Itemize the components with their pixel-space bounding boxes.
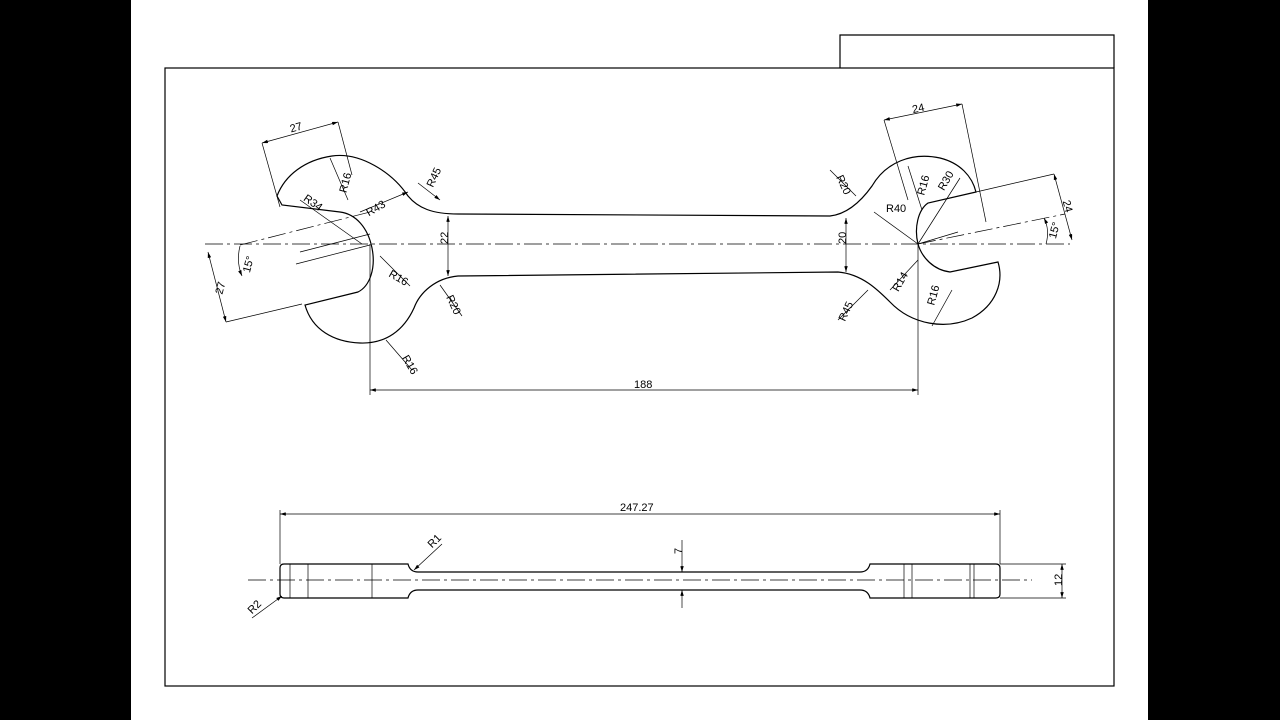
leader-r20-left bbox=[439, 284, 463, 317]
dim-shank-right-width: 20 bbox=[837, 232, 849, 244]
dim-right-r-head: R40 bbox=[886, 203, 906, 215]
ext-line bbox=[883, 119, 909, 201]
wrench-side-view: 247.27 7 12 R1 R2 bbox=[246, 502, 1066, 619]
dim-right-opening: 24 bbox=[911, 102, 925, 116]
dim-right-r-throat: R14 bbox=[890, 270, 910, 293]
dim-right-r-outer: R30 bbox=[936, 169, 956, 192]
right-jaw-construction bbox=[917, 231, 959, 245]
dim-left-r-neck-top: R45 bbox=[425, 166, 444, 189]
drawing-border bbox=[164, 67, 1115, 687]
wrench-top-view: 27 27 15° R34 R43 R16 R16 R16 R45 R20 24… bbox=[205, 102, 1074, 395]
ext-line bbox=[975, 173, 1055, 193]
leader-r43 bbox=[359, 191, 409, 213]
left-head-outline bbox=[276, 154, 1001, 344]
leader-r1 bbox=[413, 543, 443, 571]
dim-left-width: 27 bbox=[214, 281, 229, 296]
left-jaw-axis-top bbox=[239, 211, 371, 246]
leader-r16-base-right bbox=[931, 289, 953, 327]
leader-r40 bbox=[873, 211, 919, 245]
dim-left-angle-arc bbox=[238, 245, 243, 277]
dim-right-r-neck-top: R20 bbox=[833, 173, 852, 196]
leader-r16-tip-right bbox=[907, 165, 923, 211]
left-jaw-construction-2 bbox=[299, 233, 371, 253]
leader-r34 bbox=[299, 199, 363, 245]
right-jaw-axis bbox=[917, 213, 1066, 245]
leader-r30 bbox=[917, 177, 961, 245]
dim-center-distance: 188 bbox=[634, 379, 652, 391]
leader-r20-right bbox=[829, 169, 857, 197]
leader-r16-tip-left bbox=[329, 157, 349, 201]
ext-line bbox=[225, 303, 303, 323]
dim-shank-thickness: 7 bbox=[673, 548, 685, 554]
dim-right-angle: 15° bbox=[1047, 221, 1063, 240]
left-jaw-construction bbox=[295, 244, 371, 265]
title-block bbox=[839, 34, 1115, 68]
dim-right-width-line bbox=[1053, 173, 1073, 241]
dim-right-angle-arc bbox=[1043, 217, 1049, 245]
dim-right-r-tip: R16 bbox=[915, 174, 932, 197]
dim-head-thickness: 12 bbox=[1053, 574, 1065, 586]
dim-fillet-small: R1 bbox=[426, 532, 444, 550]
dim-left-r-throat: R16 bbox=[386, 268, 409, 288]
ext-line bbox=[961, 103, 987, 223]
dim-left-width-line bbox=[207, 251, 227, 323]
dim-shank-left-width: 22 bbox=[439, 232, 451, 244]
technical-drawing: 27 27 15° R34 R43 R16 R16 R16 R45 R20 24… bbox=[164, 34, 1115, 687]
leader-r2 bbox=[251, 595, 283, 619]
leader-r16-base-left bbox=[385, 339, 413, 371]
dim-right-width: 24 bbox=[1060, 199, 1075, 214]
dim-left-opening-line bbox=[261, 121, 339, 144]
dim-right-r-neck-bottom: R45 bbox=[837, 300, 856, 323]
dim-left-r-outer: R34 bbox=[301, 192, 324, 213]
dim-left-opening: 27 bbox=[289, 121, 304, 136]
dim-right-r-base: R16 bbox=[925, 284, 942, 307]
dim-left-r-tip: R16 bbox=[338, 172, 355, 195]
dim-right-opening-line bbox=[883, 103, 963, 121]
dim-left-r-base: R16 bbox=[399, 353, 419, 376]
drawing-sheet: 27 27 15° R34 R43 R16 R16 R16 R45 R20 24… bbox=[131, 0, 1148, 720]
leader-r14 bbox=[889, 259, 919, 291]
dim-left-angle: 15° bbox=[241, 255, 257, 274]
ext-line bbox=[337, 121, 353, 176]
ext-line bbox=[261, 142, 281, 208]
dim-fillet-end: R2 bbox=[246, 598, 264, 616]
dim-overall-length: 247.27 bbox=[620, 502, 654, 514]
leader-r45-right bbox=[837, 289, 869, 321]
leader-r16-throat-left bbox=[379, 255, 411, 287]
leader-r45-left bbox=[417, 182, 441, 201]
side-outline bbox=[279, 563, 1001, 599]
